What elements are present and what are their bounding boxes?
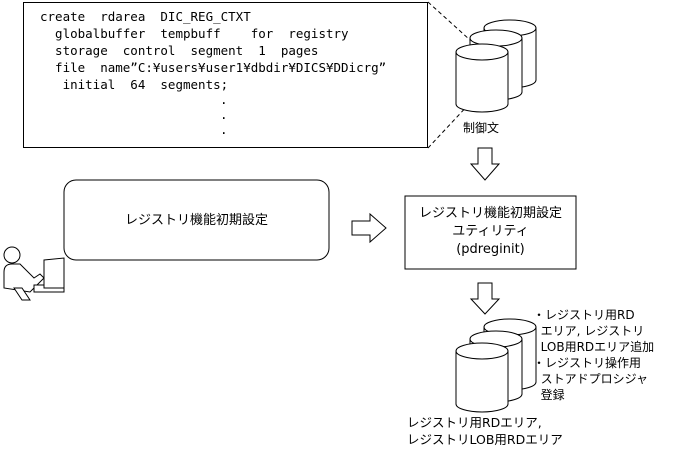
note-line: ・レジストリ用RD	[533, 308, 635, 322]
note-line: ストアドプロシジャ	[533, 372, 649, 386]
code-line: globalbuffer tempbuff for registry	[40, 26, 349, 41]
utility-label-line2: ユティリティ	[452, 224, 529, 239]
down-arrow-icon	[469, 147, 501, 181]
dashed-connector-bottom	[427, 102, 471, 149]
rdarea-stack-icon	[455, 318, 537, 413]
result-label-line2: レジストリLOB用RDエリア	[407, 432, 563, 447]
code-line: storage control segment 1 pages	[40, 43, 319, 58]
utility-label-line3: (pdreginit)	[456, 242, 525, 257]
control-statement-box: create rdarea DIC_REG_CTXT globalbuffer …	[23, 2, 428, 148]
down-arrow-icon	[469, 282, 501, 315]
registry-init-box	[63, 179, 330, 261]
control-statement-label: 制御文	[463, 121, 500, 135]
code-line: create rdarea DIC_REG_CTXT	[40, 9, 251, 24]
ellipsis-dot: .	[220, 92, 228, 107]
control-file-stack-icon	[455, 19, 537, 113]
right-arrow-icon	[351, 212, 387, 244]
ellipsis-dot: .	[220, 122, 228, 137]
note-line: LOB用RDエリア追加	[533, 340, 655, 354]
user-person-icon	[3, 246, 65, 301]
dashed-connector-top	[427, 1, 471, 41]
utility-box	[404, 195, 577, 270]
registry-init-label: レジストリ機能初期設定	[124, 213, 268, 228]
note-line: 登録	[533, 388, 565, 402]
ellipsis-dot: .	[220, 107, 228, 122]
result-label-line1: レジストリ用RDエリア,	[407, 415, 542, 430]
utility-label-line1: レジストリ機能初期設定	[418, 206, 562, 221]
note-line: ・レジストリ操作用	[533, 356, 642, 370]
code-line: initial 64 segments;	[40, 77, 229, 92]
code-line: file name”C:¥users¥user1¥dbdir¥DICS¥DDic…	[40, 60, 387, 75]
note-line: エリア, レジストリ	[533, 324, 645, 338]
